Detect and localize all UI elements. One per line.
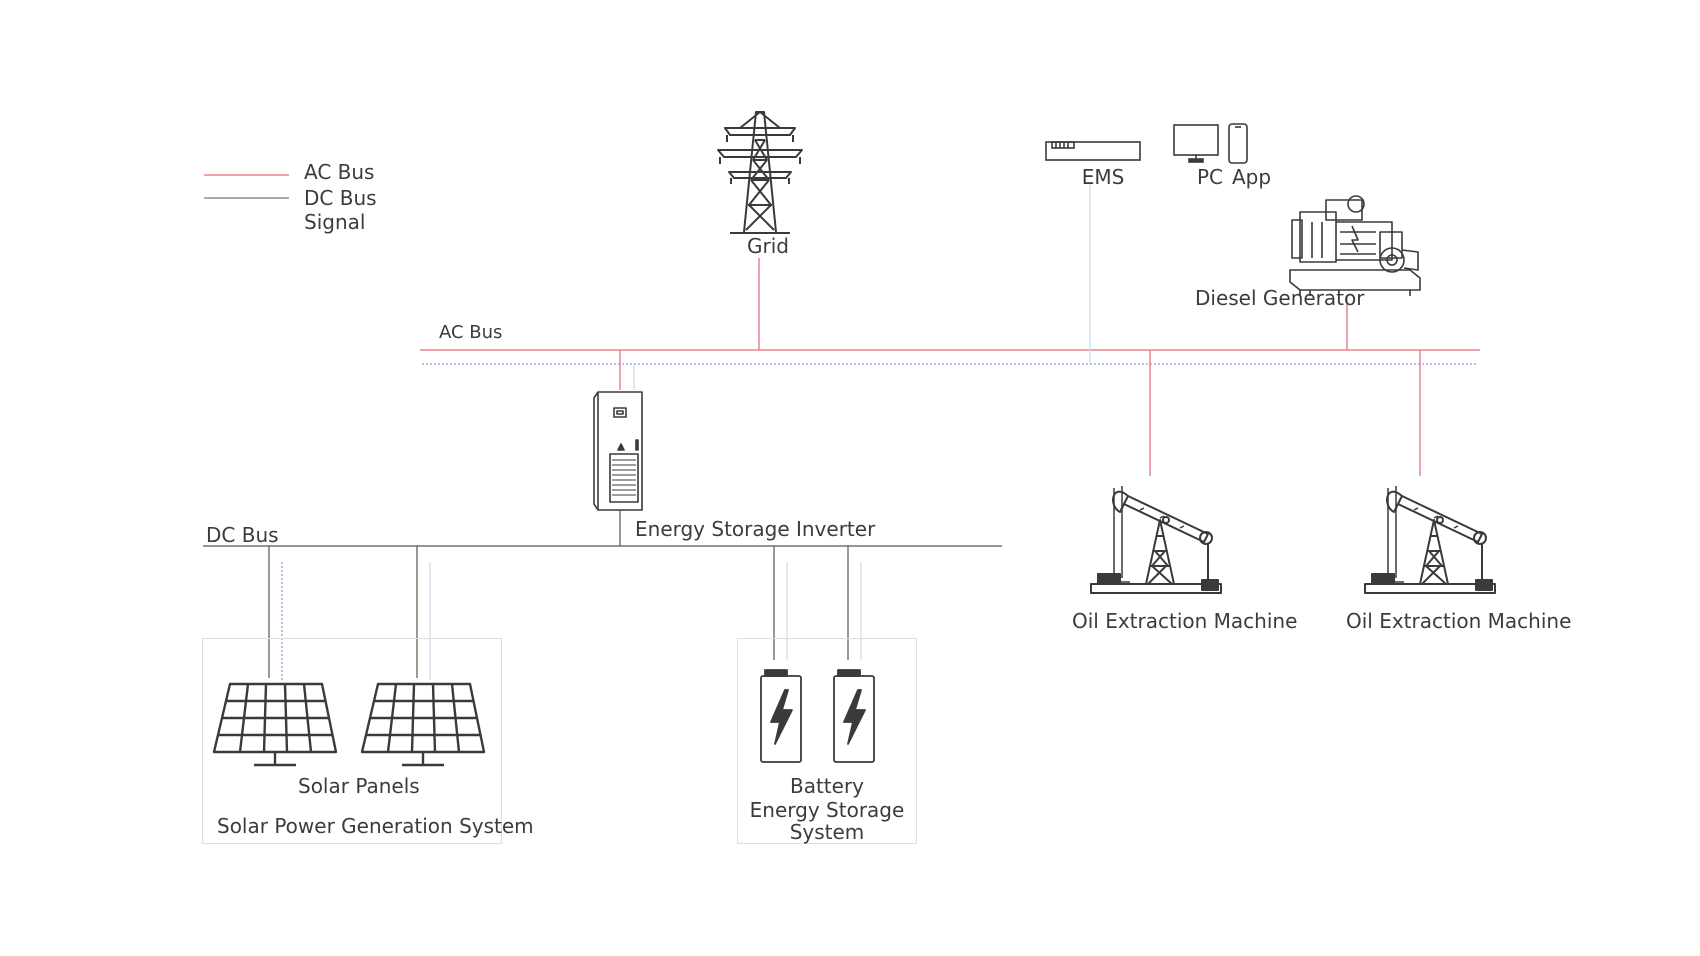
pc-label: PC <box>1197 165 1224 189</box>
oil-machine-label-2: Oil Extraction Machine <box>1346 609 1572 633</box>
battery-icon <box>760 669 802 763</box>
legend-dc-bus-label: DC Bus <box>304 186 377 210</box>
battery-icon <box>833 669 875 763</box>
ac-bus-label: AC Bus <box>439 322 503 343</box>
diesel-generator-label: Diesel Generator <box>1195 286 1365 310</box>
solar-system-label: Solar Power Generation System <box>217 814 534 838</box>
oil-pumpjack-icon <box>1364 486 1496 594</box>
ems-device-icon <box>1045 141 1141 161</box>
dc-bus-label: DC Bus <box>206 523 279 547</box>
solar-panel-icon <box>212 682 338 767</box>
solar-panels-label: Solar Panels <box>298 774 420 798</box>
ems-label: EMS <box>1081 165 1125 189</box>
phone-icon <box>1228 123 1248 164</box>
solar-panel-icon <box>360 682 486 767</box>
battery-label-line3: System <box>789 820 865 844</box>
legend-ac-bus-label: AC Bus <box>304 160 375 184</box>
solar-system-box <box>202 638 502 844</box>
grid-label: Grid <box>747 234 789 258</box>
oil-machine-label-1: Oil Extraction Machine <box>1072 609 1298 633</box>
pc-monitor-icon <box>1173 124 1219 163</box>
inverter-label: Energy Storage Inverter <box>635 517 876 541</box>
app-label: App <box>1232 165 1272 189</box>
battery-label-line1: Battery <box>789 774 865 798</box>
battery-label-line2: Energy Storage <box>749 798 905 822</box>
battery-system-box <box>737 638 917 844</box>
power-tower-icon <box>717 111 803 234</box>
diesel-generator-icon <box>1289 195 1421 296</box>
inverter-cabinet-icon <box>593 391 643 511</box>
legend-signal-label: Signal <box>304 210 366 234</box>
oil-pumpjack-icon <box>1090 486 1222 594</box>
